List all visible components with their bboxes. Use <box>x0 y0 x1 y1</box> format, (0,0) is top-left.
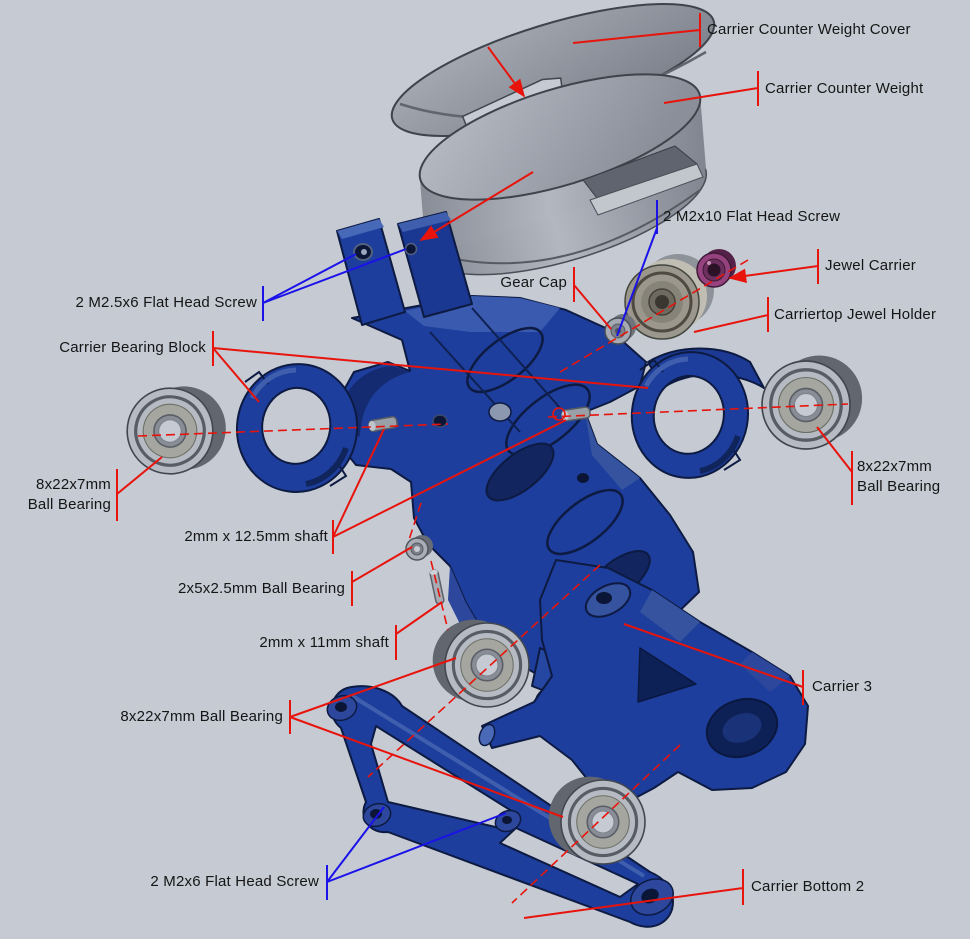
label-carrier-3: Carrier 3 <box>812 678 873 695</box>
label-shaft-11: 2mm x 11mm shaft <box>259 634 389 651</box>
label-m25x6-screw: 2 M2.5x6 Flat Head Screw <box>75 294 257 311</box>
carrier-3-part <box>478 559 809 805</box>
label-bearing-right: 8x22x7mm Ball Bearing <box>857 458 941 495</box>
screw-hole-2 <box>404 242 418 256</box>
red-leaders <box>116 13 853 919</box>
carrier-bearing-block-right <box>630 351 749 479</box>
carrier-bearing-block-left <box>236 363 359 493</box>
label-jewel-carrier: Jewel Carrier <box>825 257 916 274</box>
jewel-carrier-part <box>696 249 736 288</box>
label-shaft-125: 2mm x 12.5mm shaft <box>184 528 328 545</box>
ball-bearing-right <box>760 353 864 451</box>
blue-leaders <box>262 200 658 900</box>
label-m2x10-screw: 2 M2x10 Flat Head Screw <box>663 208 841 225</box>
bearing-2x5-part <box>405 535 433 561</box>
carriertop-jewel-holder-part <box>624 254 714 340</box>
label-counter-weight-cover: Carrier Counter Weight Cover <box>707 21 911 38</box>
label-counter-weight: Carrier Counter Weight <box>765 80 924 97</box>
label-carrier-bottom-2: Carrier Bottom 2 <box>751 878 865 895</box>
label-bearing-2x5: 2x5x2.5mm Ball Bearing <box>178 580 345 597</box>
shaft-2x11-part <box>429 569 445 605</box>
shaft-2x125-part <box>368 416 398 432</box>
ball-bearing-left <box>115 371 237 489</box>
label-bearing-left: 8x22x7mm Ball Bearing <box>27 476 111 513</box>
explode-axes <box>137 259 849 904</box>
screw-hole-bottom-mid <box>370 809 382 819</box>
label-gear-cap: Gear Cap <box>500 274 567 291</box>
label-jewel-holder: Carriertop Jewel Holder <box>774 306 937 323</box>
label-bearing-bottom: 8x22x7mm Ball Bearing <box>120 708 283 725</box>
label-bearing-block: Carrier Bearing Block <box>59 339 206 356</box>
carrier-counter-weight-part <box>418 73 708 276</box>
screw-hole-bottom-left <box>335 702 347 712</box>
carrier-top-arm <box>336 211 473 326</box>
label-m2x6-screw: 2 M2x6 Flat Head Screw <box>150 873 319 890</box>
